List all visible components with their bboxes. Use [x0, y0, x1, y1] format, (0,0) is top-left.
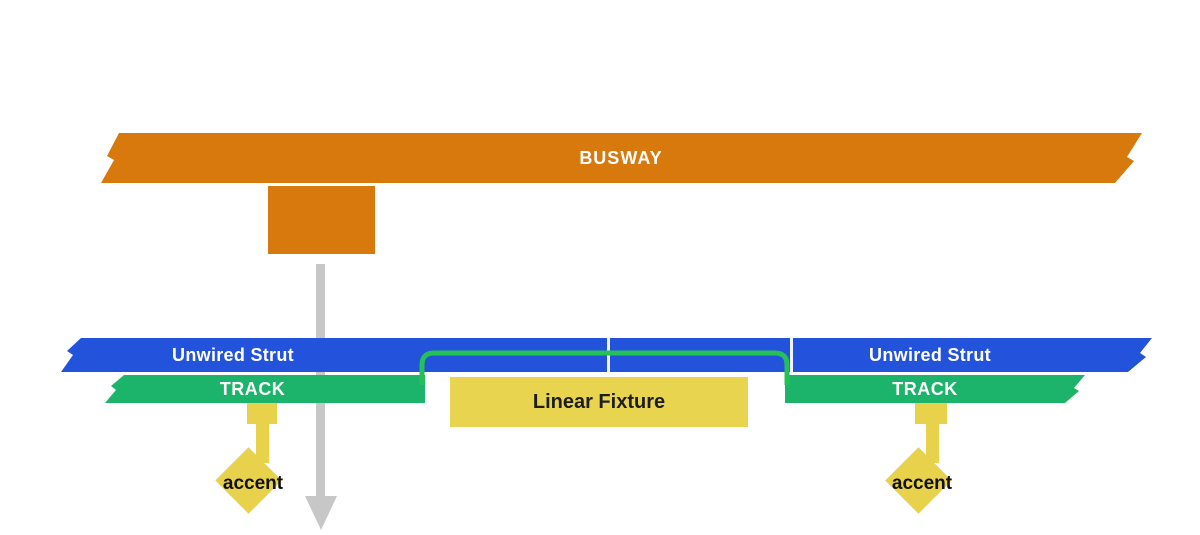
accent-stem	[926, 423, 939, 463]
linear-fixture-label: Linear Fixture	[532, 390, 666, 413]
track-label-left: TRACK	[219, 378, 286, 399]
accent-label-left: accent	[222, 473, 284, 494]
track-label-right: TRACK	[892, 378, 958, 399]
strut-joint-divider	[790, 338, 793, 372]
track-jumper-line	[419, 350, 790, 385]
accent-stem	[256, 423, 269, 463]
down-arrow-head	[305, 496, 337, 530]
accent-mount	[247, 403, 277, 424]
linear-fixture-box: Linear Fixture	[450, 377, 748, 427]
track-bar-left	[105, 375, 425, 403]
busway-bar	[101, 133, 1142, 183]
accent-label-right: accent	[891, 473, 953, 494]
busway-label: BUSWAY	[579, 147, 663, 168]
strut-label-right: Unwired Strut	[869, 344, 991, 365]
track-bar-right	[785, 375, 1085, 403]
accent-mount	[915, 403, 947, 424]
busway-feed-box	[268, 186, 375, 254]
strut-label-left: Unwired Strut	[172, 344, 294, 365]
